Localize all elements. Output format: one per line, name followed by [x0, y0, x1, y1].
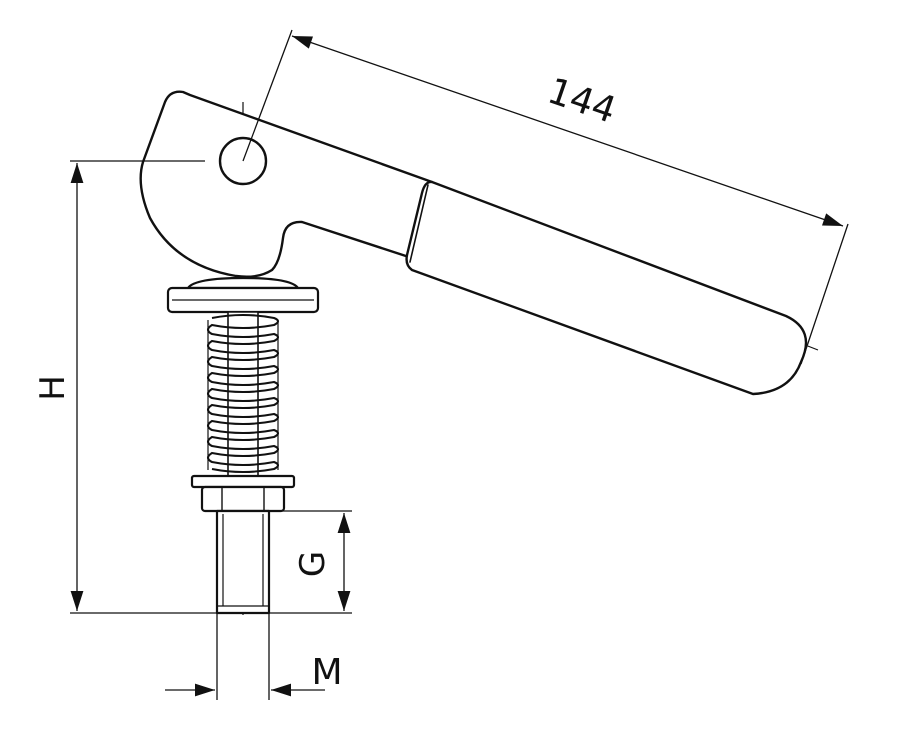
threaded-pin — [215, 509, 271, 615]
extension-line-left — [242, 29, 293, 162]
compression-spring — [206, 313, 280, 474]
lever-grip — [405, 180, 808, 396]
dimension-thread-length — [269, 510, 352, 614]
bottom-washer — [190, 474, 296, 489]
dimension-length — [242, 29, 849, 365]
top-cap — [186, 276, 300, 290]
dimension-label-h: H — [33, 375, 73, 401]
dimension-label-m: M — [311, 652, 342, 693]
extension-line-right — [800, 223, 849, 365]
plunger-assembly — [166, 276, 320, 478]
dimension-label-g: G — [293, 551, 333, 577]
lever — [139, 90, 808, 396]
hex-nut — [200, 485, 286, 513]
lever-cam-head — [139, 90, 434, 278]
dimension-label-144: 144 — [543, 71, 621, 132]
dimension-thread-size — [165, 613, 325, 700]
lower-parts — [190, 474, 296, 615]
dimension-line-144 — [291, 35, 844, 227]
dimension-height — [70, 160, 217, 614]
